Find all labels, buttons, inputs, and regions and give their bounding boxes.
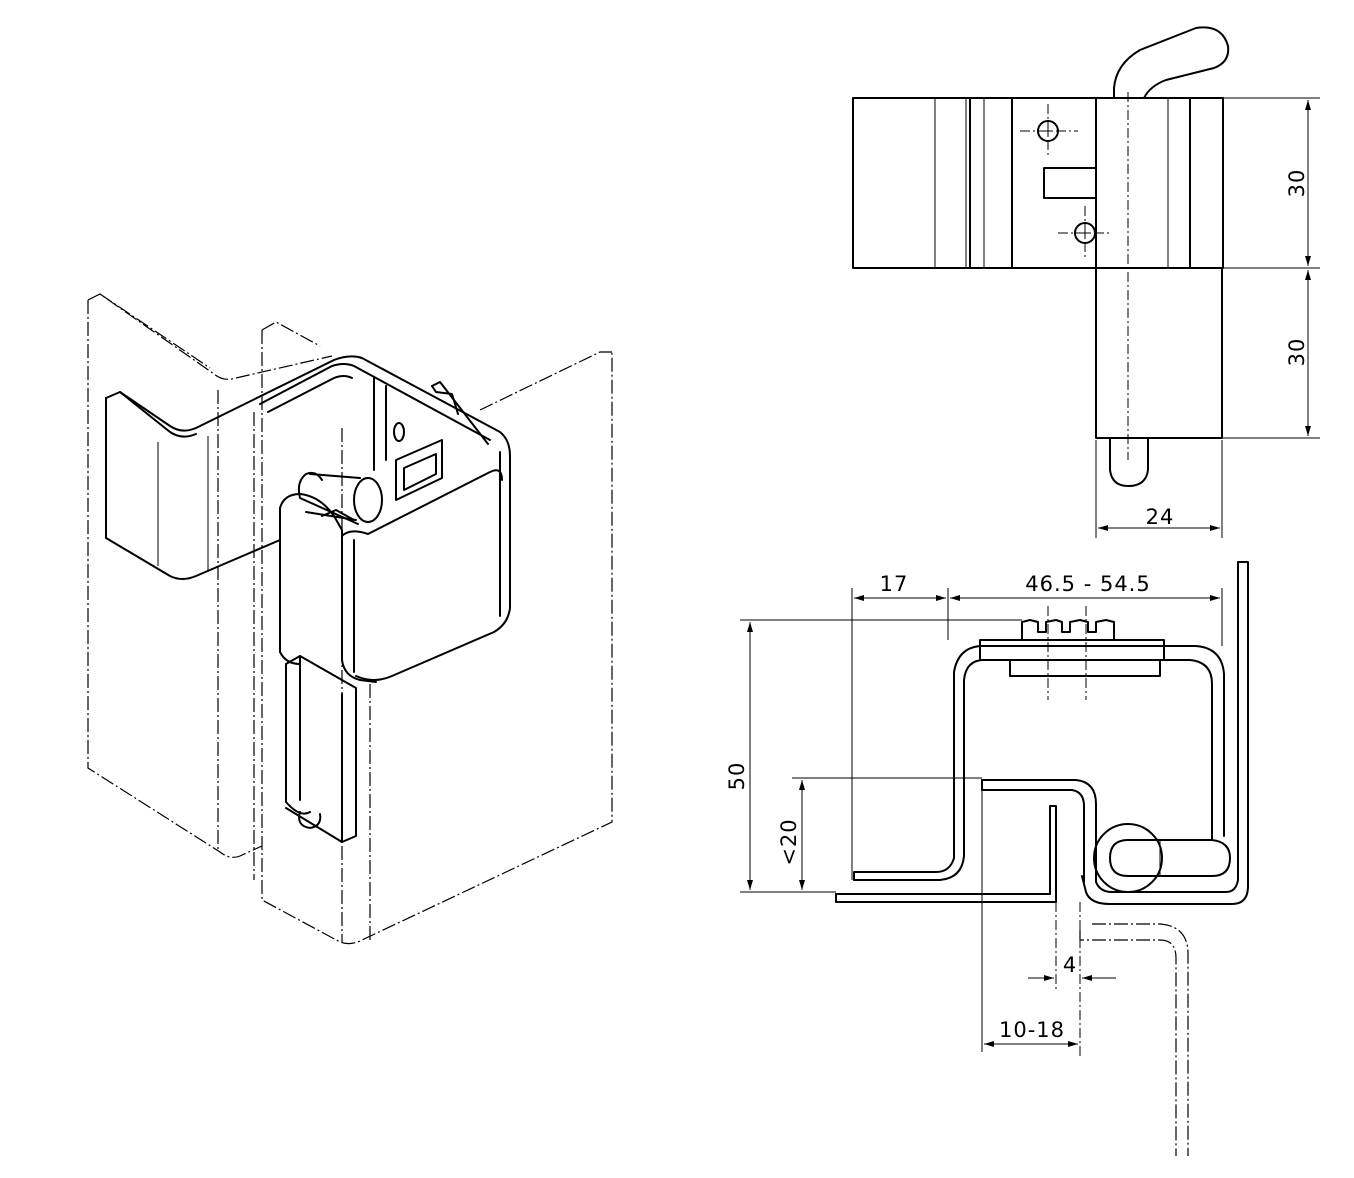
dim-height-lower: 30	[1285, 338, 1309, 367]
dim-thickness-range: 10-18	[999, 1018, 1065, 1042]
dim-width: 24	[1146, 505, 1175, 529]
dim-offset-left: 17	[880, 572, 909, 596]
hinge-knuckle	[279, 471, 383, 665]
frame-outline-phantom	[87, 293, 613, 945]
dim-adjust-range: 46.5 - 54.5	[1025, 572, 1150, 596]
dim-height-inner: <20	[777, 818, 801, 865]
top-view: 30 30 24	[852, 26, 1320, 538]
door-leaf	[285, 655, 357, 843]
side-view: 17 46.5 - 54.5 50 <20 4 10-18	[725, 561, 1249, 1156]
dim-gap: 4	[1063, 953, 1077, 977]
dim-height-upper: 30	[1285, 169, 1309, 198]
frame-bracket	[105, 355, 511, 683]
dim-height-total: 50	[725, 762, 749, 791]
isometric-view	[87, 293, 613, 945]
